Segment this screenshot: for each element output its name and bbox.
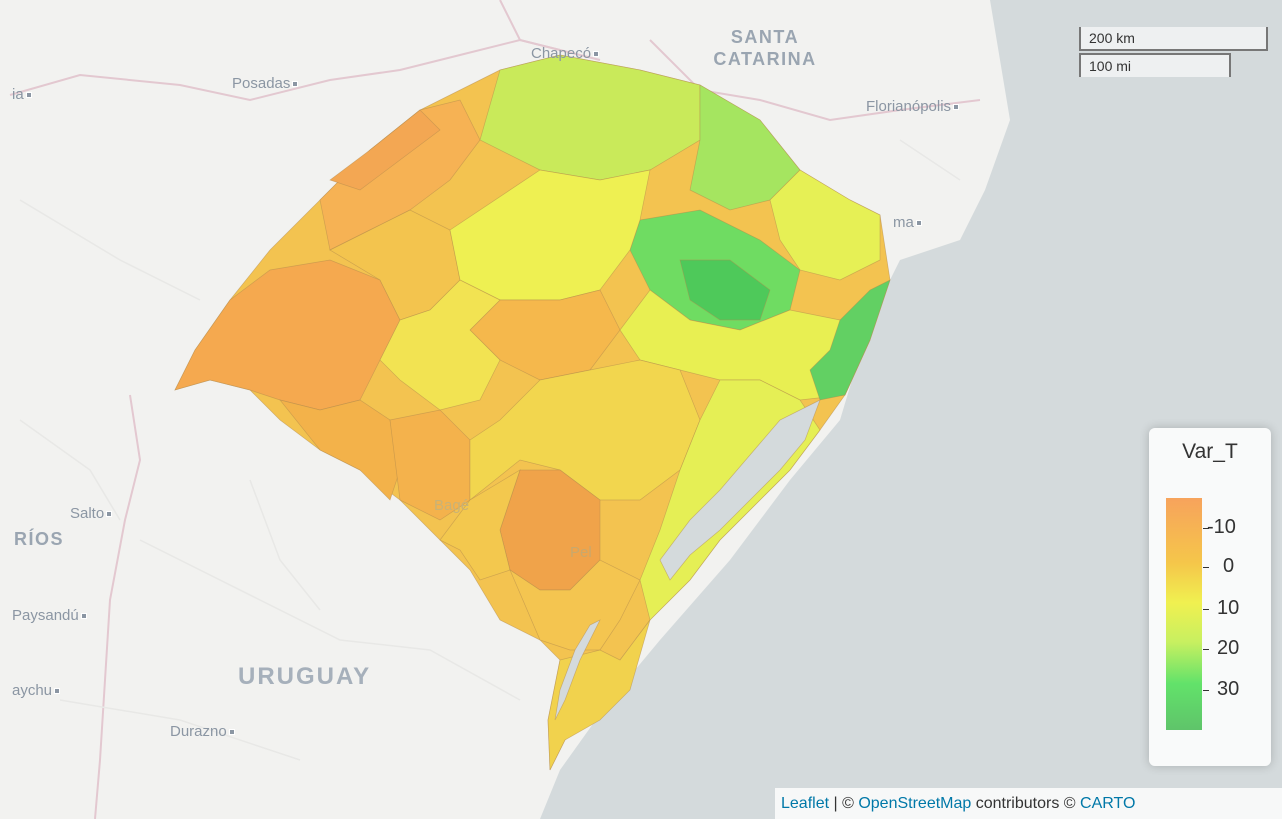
label-chapeco: Chapecó — [531, 45, 600, 62]
lagoon-south — [554, 619, 601, 721]
legend-tick-label: 10 — [1217, 597, 1240, 619]
label-ia: ia — [12, 86, 32, 103]
attribution-copy: © — [1059, 795, 1081, 812]
label-durazno: Durazno — [170, 723, 235, 740]
zone-coast-green — [809, 279, 891, 401]
zone-north-east — [689, 84, 801, 211]
scale-km: 200 km — [1079, 27, 1268, 51]
label-florianopolis: Florianópolis — [866, 98, 960, 115]
legend-tick-mark — [1203, 649, 1209, 650]
osm-link[interactable]: OpenStreetMap — [858, 795, 972, 812]
scale-control: 200 km 100 mi — [1079, 27, 1268, 77]
label-criciuma: ma — [893, 214, 922, 231]
zone-south-lower — [509, 559, 641, 651]
borders — [9, 0, 981, 819]
legend: Var_T -10 0 10 20 30 — [1149, 428, 1271, 766]
leaflet-link[interactable]: Leaflet — [781, 795, 830, 812]
legend-tick-mark — [1203, 690, 1209, 691]
zone-dark-green — [679, 259, 771, 321]
legend-tick-mark — [1203, 567, 1209, 568]
zone-south-yellow — [439, 469, 521, 581]
attribution: Leaflet | © OpenStreetMap contributors ©… — [775, 788, 1282, 819]
roads — [19, 139, 961, 761]
carto-link[interactable]: CARTO — [1080, 795, 1136, 812]
legend-colorbar — [1166, 498, 1202, 730]
label-uruguay: URUGUAY — [238, 663, 372, 690]
legend-title: Var_T — [1182, 440, 1238, 463]
label-rios: RÍOS — [14, 529, 65, 549]
lagoon — [659, 399, 821, 581]
legend-tick-mark — [1203, 609, 1209, 610]
label-paysandu: Paysandú — [12, 607, 87, 624]
legend-tick-label: -10 — [1207, 516, 1236, 538]
zone-serra — [769, 169, 881, 281]
legend-tick-mark — [1203, 528, 1209, 529]
label-pelotas: Pel — [570, 544, 592, 561]
scale-mi: 100 mi — [1079, 53, 1231, 77]
attribution-contributors: contributors — [975, 795, 1060, 812]
label-salto: Salto — [70, 505, 113, 522]
label-aychu: aychu — [12, 682, 61, 699]
label-posadas: Posadas — [232, 75, 299, 92]
label-bage: Bagé — [434, 497, 470, 514]
legend-tick-label: 20 — [1217, 637, 1240, 659]
choropleth-zones[interactable] — [174, 54, 891, 771]
attribution-separator: | © — [829, 795, 859, 812]
legend-tick-label: 0 — [1223, 555, 1235, 577]
zone-center-yellow — [379, 279, 501, 411]
legend-tick-label: 30 — [1217, 678, 1240, 700]
zone-northwest-border — [329, 109, 441, 191]
